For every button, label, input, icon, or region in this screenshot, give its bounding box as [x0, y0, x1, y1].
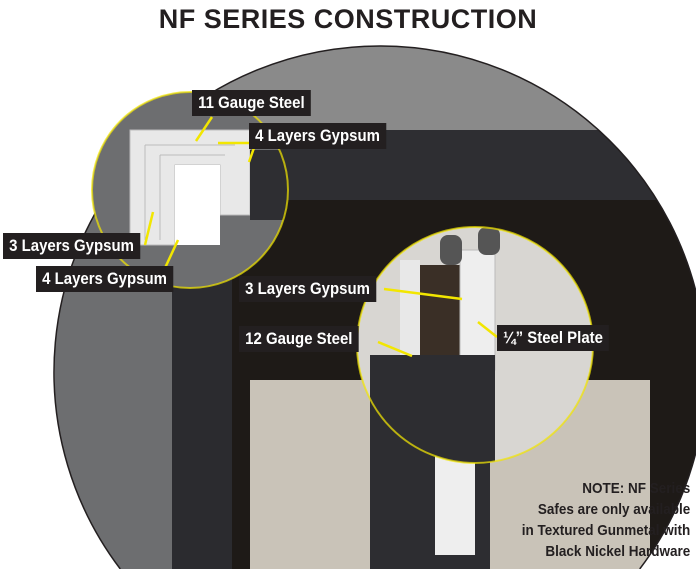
callout-lines [143, 116, 498, 358]
label-steel-plate: ¼” Steel Plate [497, 325, 610, 351]
availability-note: NOTE: NF Series Safes are only available… [521, 478, 690, 562]
label-4-layers-gypsum-left: 4 Layers Gypsum [36, 266, 174, 292]
cutaway-outline [53, 45, 696, 569]
label-3-layers-gypsum-door: 3 Layers Gypsum [239, 276, 377, 302]
label-4-layers-gypsum-top: 4 Layers Gypsum [249, 123, 387, 149]
note-line: Black Nickel Hardware [545, 543, 690, 560]
note-line: NOTE: NF Series [581, 480, 690, 497]
label-11-gauge-steel: 11 Gauge Steel [192, 90, 311, 116]
note-line: in Textured Gunmetal with [521, 522, 690, 539]
note-line: Safes are only available [537, 501, 690, 518]
label-3-layers-gypsum-left: 3 Layers Gypsum [3, 233, 141, 259]
page-title: NF SERIES CONSTRUCTION [158, 4, 538, 34]
label-12-gauge-steel: 12 Gauge Steel [239, 326, 359, 352]
